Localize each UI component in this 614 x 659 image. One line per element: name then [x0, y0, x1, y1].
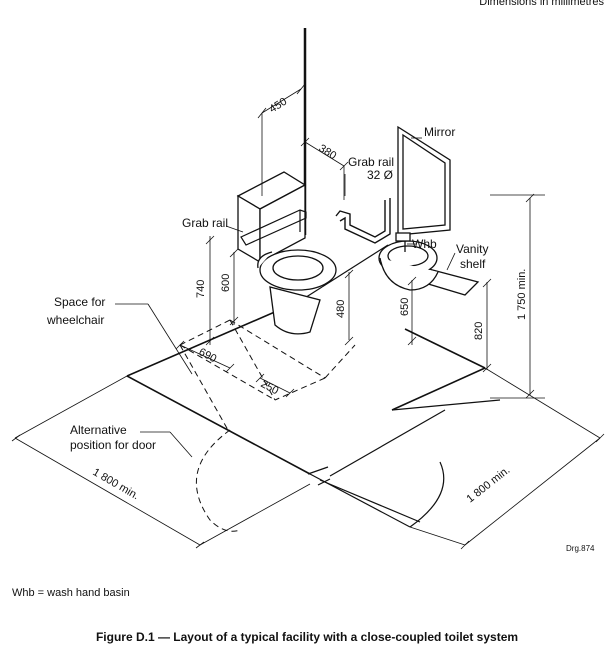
units-note: Dimensions in millimetres	[479, 0, 604, 8]
label-whb: Whb	[412, 237, 437, 251]
wall-lines	[126, 28, 501, 528]
dim-380: 380	[316, 142, 338, 162]
dim-600: 600	[220, 274, 232, 292]
label-wheelchair: wheelchair	[46, 313, 104, 327]
dim-480: 480	[335, 300, 347, 318]
label-space-for: Space for	[54, 295, 105, 309]
label-grab-rail-diameter: 32 Ø	[367, 168, 393, 182]
label-alternative: Alternative	[70, 423, 127, 437]
dim-820: 820	[473, 322, 485, 340]
wheelchair-space	[179, 319, 356, 532]
grab-rail-left	[240, 209, 307, 246]
dim-250: 250	[259, 378, 281, 397]
dim-1750: 1 750 min.	[516, 269, 528, 320]
grab-rail-right	[335, 198, 391, 244]
leader-lines	[115, 137, 456, 458]
label-grab-rail-left: Grab rail	[182, 216, 228, 230]
label-grab-rail-top: Grab rail	[348, 155, 394, 169]
dim-1800-left: 1 800 min.	[91, 466, 141, 502]
figure-caption: Figure D.1 — Layout of a typical facilit…	[95, 630, 519, 644]
dim-650: 650	[399, 298, 411, 316]
mirror	[397, 125, 451, 236]
dim-1800-right: 1 800 min.	[464, 464, 512, 505]
dimension-lines	[11, 83, 605, 550]
label-mirror: Mirror	[424, 125, 455, 139]
cistern	[236, 171, 307, 264]
label-shelf: shelf	[460, 257, 486, 271]
wash-hand-basin	[378, 232, 480, 296]
dim-690: 690	[197, 346, 219, 365]
dim-740: 740	[195, 280, 207, 298]
label-door-position: position for door	[70, 438, 156, 452]
label-vanity: Vanity	[456, 242, 488, 256]
toilet	[257, 249, 337, 335]
legend-note: Whb = wash hand basin	[12, 587, 130, 599]
drawing-number: Drg.874	[566, 544, 595, 553]
